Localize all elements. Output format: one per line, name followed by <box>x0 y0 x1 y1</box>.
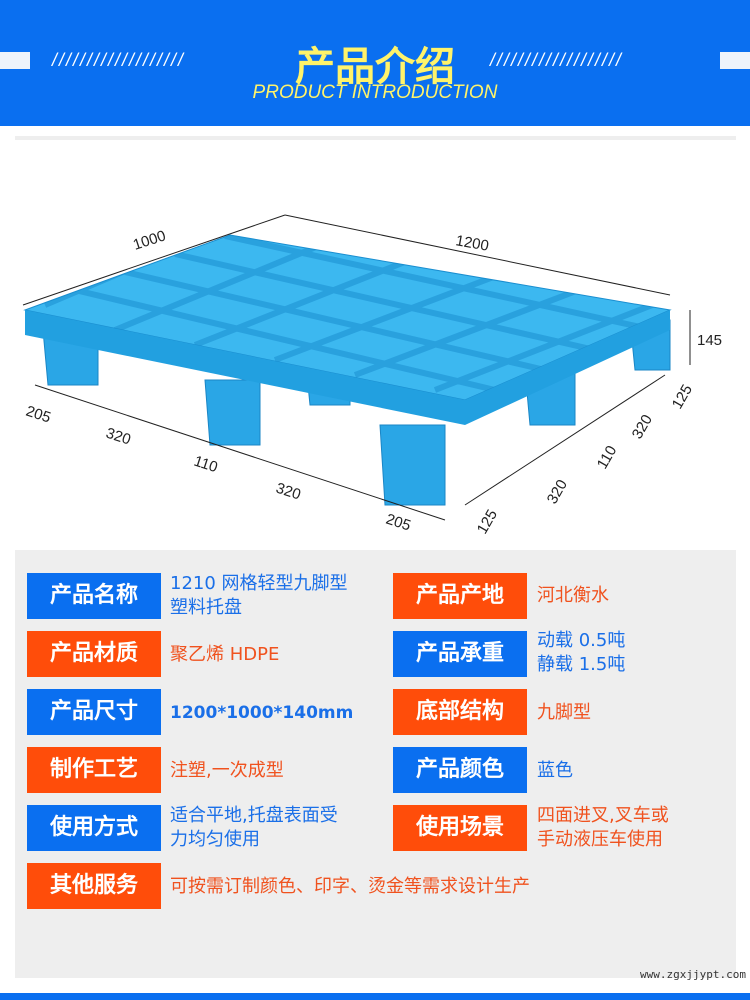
spec-value-scenario: 四面进叉,叉车或手动液压车使用 <box>537 805 669 850</box>
spec-label-size: 产品尺寸 <box>27 689 161 735</box>
spec-value-size: 1200*1000*140mm <box>170 703 354 723</box>
spec-value-usage: 适合平地,托盘表面受力均匀使用 <box>170 805 338 850</box>
spec-label-color: 产品颜色 <box>393 747 527 793</box>
dim-f3: 110 <box>192 453 220 477</box>
spec-label-service: 其他服务 <box>27 863 161 909</box>
watermark: www.zgxjjypt.com <box>640 968 746 981</box>
spec-value-origin: 河北衡水 <box>537 585 609 606</box>
spec-value-service: 可按需订制颜色、印字、烫金等需求设计生产 <box>170 876 530 897</box>
spec-value-name: 1210 网格轻型九脚型塑料托盘 <box>170 573 348 618</box>
spec-value-structure: 九脚型 <box>537 702 591 723</box>
header-banner <box>0 0 750 126</box>
dim-f1: 205 <box>24 403 53 427</box>
dim-f4: 320 <box>274 480 303 504</box>
page-title: 产品介绍 <box>295 44 455 90</box>
spec-value-load: 动载 0.5吨静载 1.5吨 <box>537 630 626 675</box>
dim-height: 145 <box>697 332 722 349</box>
spec-label-scenario: 使用场景 <box>393 805 527 851</box>
spec-label-process: 制作工艺 <box>27 747 161 793</box>
spec-label-load: 产品承重 <box>393 631 527 677</box>
dim-f2: 320 <box>104 425 133 449</box>
dim-f5: 205 <box>384 511 413 535</box>
spec-label-structure: 底部结构 <box>393 689 527 735</box>
slashes-right: /////////////////// <box>490 50 624 70</box>
pallet-diagram: 1000 1200 145 205 320 110 320 205 125 32… <box>15 140 736 550</box>
header-bar-left <box>0 52 30 69</box>
spec-label-usage: 使用方式 <box>27 805 161 851</box>
dim-width: 1200 <box>454 232 490 255</box>
spec-label-name: 产品名称 <box>27 573 161 619</box>
spec-label-origin: 产品产地 <box>393 573 527 619</box>
spec-label-material: 产品材质 <box>27 631 161 677</box>
page-subtitle: PRODUCT INTRODUCTION <box>252 82 498 103</box>
header-bar-right <box>720 52 750 69</box>
slashes-left: /////////////////// <box>52 50 186 70</box>
spec-value-material: 聚乙烯 HDPE <box>170 644 280 665</box>
spec-value-process: 注塑,一次成型 <box>170 760 284 781</box>
spec-value-color: 蓝色 <box>537 760 573 781</box>
bottom-bar <box>0 993 750 1000</box>
